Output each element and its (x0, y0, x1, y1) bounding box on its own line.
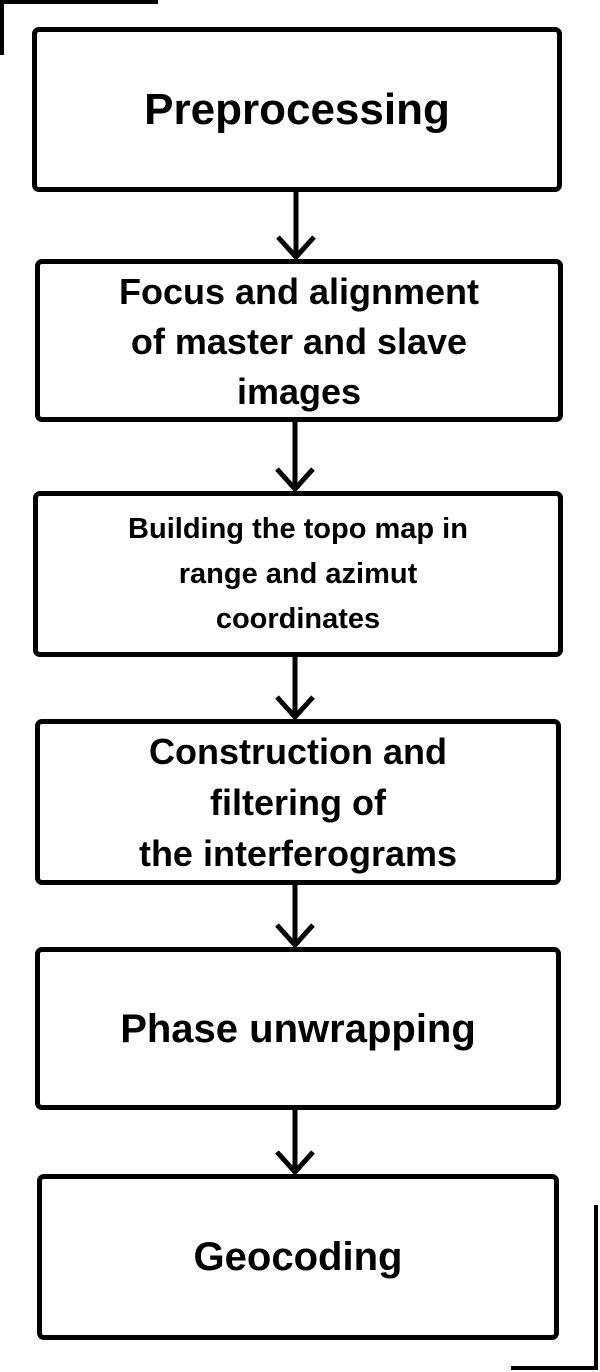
arrow-2-to-3 (275, 422, 315, 493)
arrow-5-to-6 (275, 1110, 315, 1176)
step-geocoding: Geocoding (37, 1174, 559, 1340)
step-label: Geocoding (193, 1235, 403, 1279)
step-preprocessing: Preprocessing (32, 27, 562, 192)
step-label: Preprocessing (144, 84, 450, 134)
arrow-3-to-4 (275, 657, 315, 721)
arrow-4-to-5 (275, 885, 315, 949)
step-label: Phase unwrapping (120, 1006, 476, 1051)
arrow-1-to-2 (276, 192, 316, 261)
step-phase-unwrapping: Phase unwrapping (35, 947, 561, 1110)
